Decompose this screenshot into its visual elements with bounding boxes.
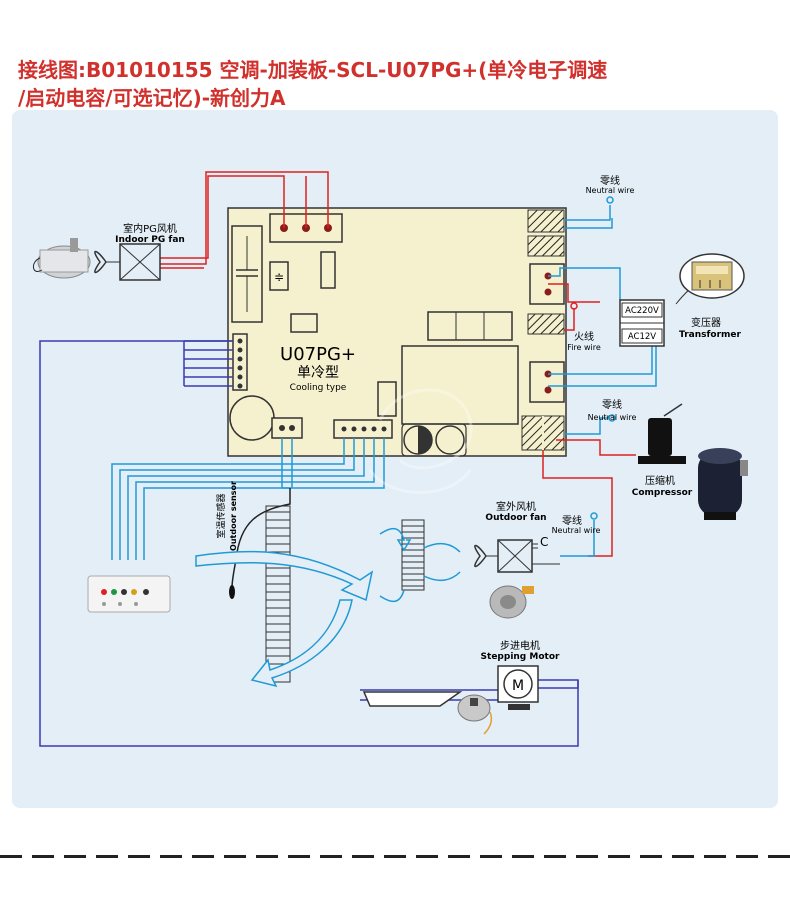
outdoor-sensor-cn: 室温传感器 <box>215 493 227 538</box>
outdoor-coil <box>401 519 425 591</box>
title-line-2: /启动电容/可选记忆)-新创力A <box>18 86 286 110</box>
fire-cn: 火线 <box>574 330 594 343</box>
motor-mark: M <box>512 678 524 694</box>
neutral-low-cn: 零线 <box>562 514 582 527</box>
indoor-fan-cn: 室内PG风机 <box>123 222 177 235</box>
bottom-divider <box>0 855 790 858</box>
indoor-fan-en: Indoor PG fan <box>115 235 185 245</box>
transformer-en: Transformer <box>679 330 741 340</box>
neutral-low-en: Neutral wire <box>552 526 601 535</box>
outdoor-airflow-2 <box>379 589 405 603</box>
outdoor-airflow-3 <box>423 542 461 553</box>
outdoor-fan <box>474 539 560 619</box>
red-wires <box>160 171 636 557</box>
indoor-fan <box>33 238 161 281</box>
watermark-logo <box>368 388 473 494</box>
board-type-cn: 单冷型 <box>297 365 339 381</box>
fire-terminal <box>570 302 578 310</box>
transformer <box>619 253 745 347</box>
transformer-ac-in: AC220V <box>625 306 659 316</box>
stepping-motor-en: Stepping Motor <box>481 652 560 662</box>
board-type-en: Cooling type <box>290 383 347 393</box>
compressor-en: Compressor <box>632 488 693 498</box>
compressor <box>638 403 748 520</box>
indoor-coil <box>265 505 291 683</box>
outdoor-airflow-1 <box>379 527 412 552</box>
display-panel <box>87 575 171 613</box>
neutral-mid-cn: 零线 <box>602 398 622 411</box>
neutral-terminal-top <box>606 196 614 204</box>
stepping-motor-cn: 步进电机 <box>500 639 540 652</box>
compressor-cn: 压缩机 <box>645 474 675 487</box>
neutral-terminal-mid <box>608 414 616 422</box>
fire-en: Fire wire <box>567 343 601 352</box>
control-board: ≑ <box>227 207 567 457</box>
outdoor-sensor-en: Outdoor sensor <box>229 481 238 551</box>
stepping-motor <box>362 665 539 735</box>
title-line-1: 接线图:B01010155 空调-加装板-SCL-U07PG+(单冷电子调速 <box>18 58 608 82</box>
neutral-top-cn: 零线 <box>600 174 620 187</box>
capacitor-mark: C <box>540 535 548 549</box>
airflow-arrow-2 <box>250 599 353 688</box>
outdoor-fan-cn: 室外风机 <box>496 500 536 513</box>
svg-text:≑: ≑ <box>274 270 284 284</box>
outdoor-fan-en: Outdoor fan <box>485 513 546 523</box>
outdoor-airflow-4 <box>423 571 461 582</box>
neutral-top-en: Neutral wire <box>586 186 635 195</box>
transformer-cn: 变压器 <box>691 316 721 329</box>
neutral-terminal-low <box>590 512 598 520</box>
airflow-arrow-1 <box>195 550 374 602</box>
blue-wires <box>111 205 657 560</box>
neutral-mid-en: Neutral wire <box>588 413 637 422</box>
transformer-ac-out: AC12V <box>628 332 656 342</box>
board-model: U07PG+ <box>280 344 356 365</box>
page-title: 接线图:B01010155 空调-加装板-SCL-U07PG+(单冷电子调速 /… <box>18 56 718 112</box>
